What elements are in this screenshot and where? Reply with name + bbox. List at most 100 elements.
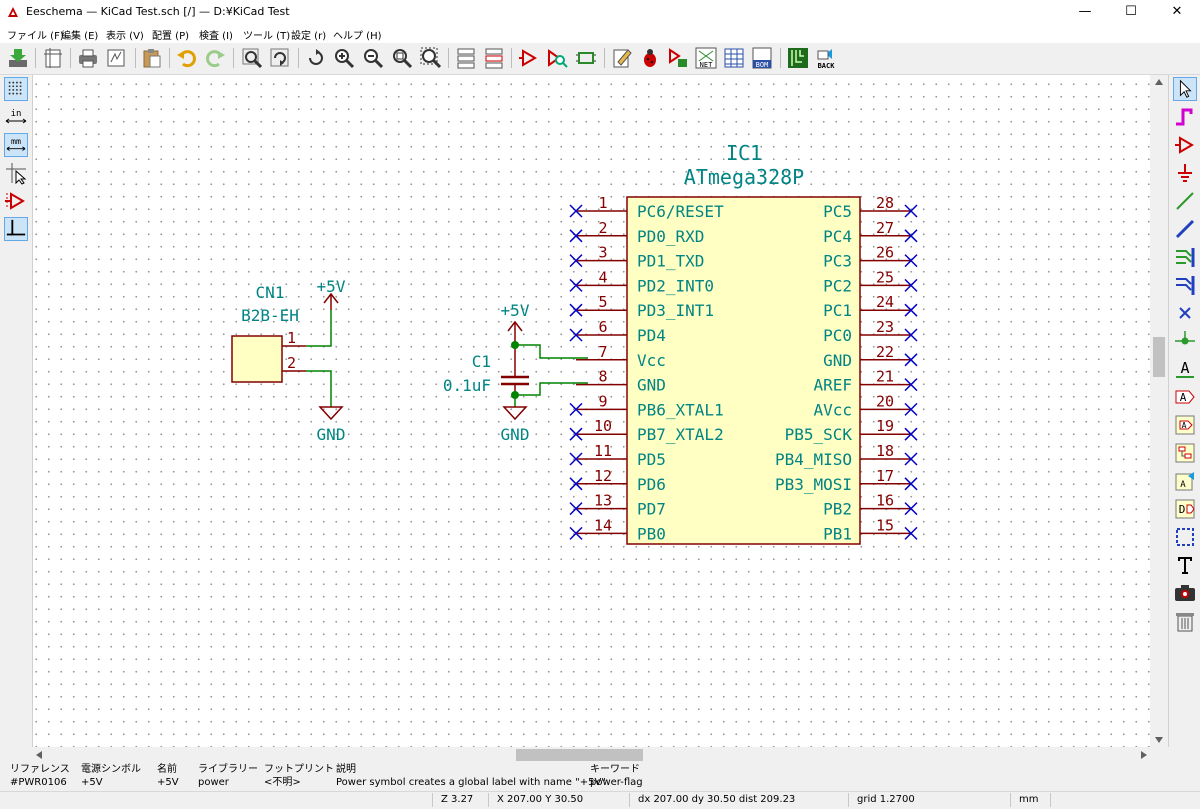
back-annotate-icon[interactable]: BACK: [814, 46, 838, 70]
add-symbol-icon[interactable]: [1173, 133, 1197, 157]
save-icon[interactable]: [6, 46, 30, 70]
menu-help[interactable]: ヘルプ (H): [333, 31, 382, 42]
erc-icon[interactable]: [610, 46, 634, 70]
add-junction-icon[interactable]: [1173, 329, 1197, 353]
scroll-left-arrow-icon[interactable]: [36, 751, 42, 759]
symbol-editor-icon[interactable]: [517, 46, 541, 70]
wire-vcc-pin7[interactable]: [515, 344, 588, 359]
bug-check-icon[interactable]: [638, 46, 662, 70]
bom-label: BOM: [756, 61, 769, 69]
no-connect-flag: [904, 328, 918, 342]
assign-footprints-icon[interactable]: [666, 46, 690, 70]
wire-cn1-vcc[interactable]: [306, 310, 332, 347]
zoom-fit-icon[interactable]: [390, 46, 414, 70]
minimize-button[interactable]: —: [1078, 4, 1092, 19]
scroll-right-arrow-icon[interactable]: [1141, 751, 1147, 759]
hidden-pins-icon[interactable]: [4, 189, 28, 213]
horizontal-scrollbar[interactable]: [33, 747, 1151, 763]
menu-inspect[interactable]: 検査 (I): [199, 31, 233, 42]
add-wire-icon[interactable]: [1173, 189, 1197, 213]
find-icon[interactable]: [240, 46, 264, 70]
cursor-shape-icon[interactable]: [4, 161, 28, 185]
add-hierarchical-label-icon[interactable]: A: [1173, 413, 1197, 437]
close-button[interactable]: ✕: [1171, 4, 1183, 19]
info-column: 電源シンボル+5V: [81, 763, 141, 789]
zoom-selection-icon[interactable]: [419, 46, 443, 70]
add-power-icon[interactable]: [1173, 161, 1197, 185]
ic1-pin-number: 5: [598, 293, 607, 311]
select-tool-icon[interactable]: [1173, 77, 1197, 101]
menu-file[interactable]: ファイル (F): [7, 31, 64, 42]
print-icon[interactable]: [76, 46, 100, 70]
scroll-up-arrow-icon[interactable]: [1155, 79, 1163, 85]
grid-toggle-icon[interactable]: [4, 77, 28, 101]
spreadsheet-icon[interactable]: [722, 46, 746, 70]
wire-gnd-pin8[interactable]: [515, 382, 588, 396]
inch-units-button[interactable]: in: [4, 105, 28, 129]
pcbnew-icon[interactable]: [786, 46, 810, 70]
page-settings-icon[interactable]: [41, 46, 65, 70]
ic1-pin-name: GND: [823, 351, 852, 370]
add-sheet-pin-icon[interactable]: D: [1173, 497, 1197, 521]
power-5v-c1[interactable]: +5V: [501, 301, 530, 345]
zoom-in-icon[interactable]: [332, 46, 356, 70]
symbol-library-browser-icon[interactable]: [545, 46, 569, 70]
add-image-icon[interactable]: [1173, 581, 1197, 605]
menu-edit[interactable]: 編集 (E): [61, 31, 99, 42]
wire-to-bus-entry-icon[interactable]: [1173, 245, 1197, 269]
paste-icon[interactable]: [140, 46, 164, 70]
leave-sheet-icon[interactable]: [482, 46, 506, 70]
info-value: +5V: [81, 777, 103, 788]
connector-cn1[interactable]: CN1 B2B-EH 1 2: [231, 283, 306, 383]
menu-tools[interactable]: ツール (T): [243, 31, 291, 42]
add-global-label-icon[interactable]: A: [1173, 385, 1197, 409]
no-connect-flag: [569, 278, 583, 292]
no-connect-flag: [904, 452, 918, 466]
mm-units-button[interactable]: mm: [4, 133, 28, 157]
hierarchy-navigator-icon[interactable]: [454, 46, 478, 70]
vertical-scroll-thumb[interactable]: [1153, 337, 1165, 377]
refresh-icon[interactable]: [304, 46, 328, 70]
scroll-down-arrow-icon[interactable]: [1155, 737, 1163, 743]
add-sheet-icon[interactable]: [1173, 441, 1197, 465]
add-text-icon[interactable]: [1173, 553, 1197, 577]
annotate-icon[interactable]: [574, 46, 598, 70]
power-gnd-cn1[interactable]: GND: [317, 406, 346, 444]
no-connect-icon[interactable]: [1173, 301, 1197, 325]
menu-preferences[interactable]: 設定 (r): [291, 31, 327, 42]
ic1-pin-name: PD7: [637, 500, 666, 519]
delete-icon[interactable]: [1173, 609, 1197, 633]
schematic-canvas[interactable]: CN1 B2B-EH 1 2 +5V GND +5V: [33, 75, 1150, 747]
undo-icon[interactable]: [175, 46, 199, 70]
menu-view[interactable]: 表示 (V): [106, 31, 144, 42]
import-sheet-pin-icon[interactable]: A: [1173, 469, 1197, 493]
menu-place[interactable]: 配置 (P): [152, 31, 190, 42]
horizontal-scroll-thumb[interactable]: [516, 749, 643, 761]
find-replace-icon[interactable]: [268, 46, 292, 70]
ic1-pin-number: 2: [598, 219, 607, 237]
ic1-pin-number: 9: [598, 392, 607, 410]
redo-icon[interactable]: [203, 46, 227, 70]
ic1-pin-number: 17: [876, 467, 894, 485]
add-graphic-lines-icon[interactable]: [1173, 525, 1197, 549]
ic1-pin-number: 3: [598, 244, 607, 262]
netlist-icon[interactable]: NET: [694, 46, 718, 70]
add-label-icon[interactable]: A: [1173, 357, 1197, 381]
add-bus-icon[interactable]: [1173, 217, 1197, 241]
bom-icon[interactable]: BOM: [750, 46, 774, 70]
net-label: NET: [700, 61, 713, 69]
status-units: mm: [1019, 794, 1039, 805]
bus-to-bus-entry-icon[interactable]: [1173, 273, 1197, 297]
wire-cn1-gnd[interactable]: [306, 370, 332, 407]
plot-icon[interactable]: [104, 46, 128, 70]
power-gnd-c1[interactable]: GND: [501, 406, 530, 444]
hv-lines-icon[interactable]: [4, 217, 28, 241]
highlight-net-icon[interactable]: [1173, 105, 1197, 129]
vertical-scrollbar[interactable]: [1151, 75, 1167, 747]
capacitor-c1[interactable]: C1 0.1uF: [443, 345, 529, 395]
maximize-button[interactable]: ☐: [1125, 4, 1137, 19]
power-5v-cn1[interactable]: +5V: [317, 277, 346, 310]
zoom-out-icon[interactable]: [361, 46, 385, 70]
junction-gnd: [511, 391, 519, 399]
